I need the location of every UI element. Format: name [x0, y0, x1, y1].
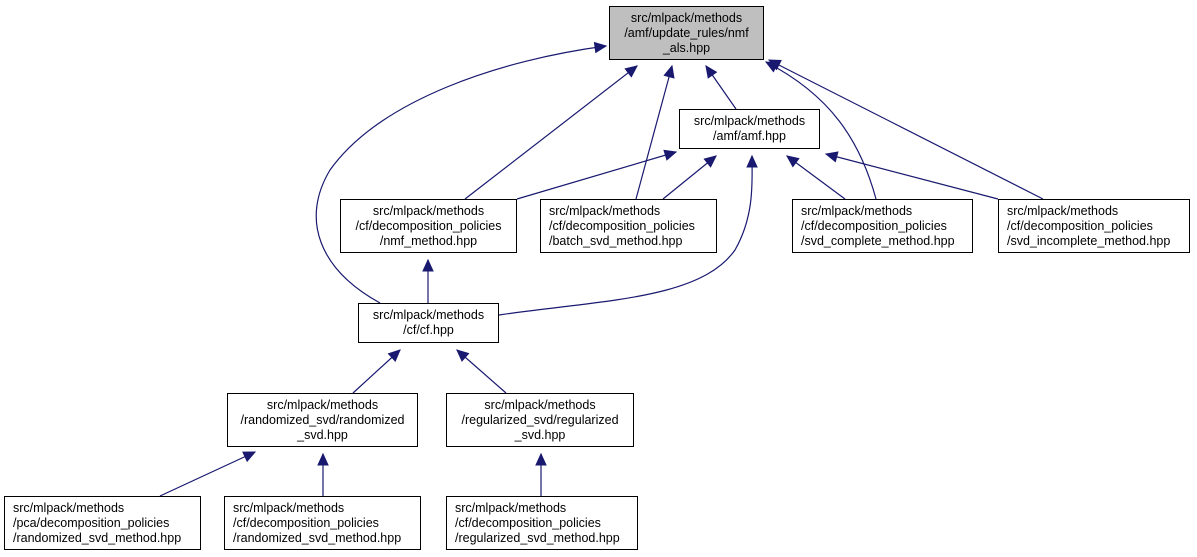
edge-line: [159, 451, 256, 497]
edge-amf-to-nmf_als: [705, 65, 737, 110]
arrowhead-icon: [317, 452, 329, 466]
edge-reg_svd_method-to-regularized_svd: [535, 452, 547, 496]
edge-cf-to-amf: [498, 154, 758, 316]
edge-line: [825, 153, 999, 200]
node-amf[interactable]: src/mlpack/methods/amf/amf.hpp: [679, 109, 820, 149]
arrowhead-icon: [422, 258, 434, 272]
node-label-line: src/mlpack/methods: [266, 397, 379, 412]
node-label-line: src/mlpack/methods: [372, 308, 485, 322]
arrowhead-icon: [593, 41, 608, 54]
arrowhead-icon: [387, 349, 401, 363]
node-label-line: _svd.hpp: [297, 427, 348, 442]
node-reg-svd-method[interactable]: src/mlpack/methods/cf/decomposition_poli…: [446, 496, 638, 550]
edge-svd_complete-to-amf: [786, 155, 846, 200]
node-label-line: /cf/decomposition_policies: [1007, 218, 1153, 233]
node-svd-complete[interactable]: src/mlpack/methods/cf/decomposition_poli…: [792, 199, 973, 253]
node-label-line: src/mlpack/methods: [455, 500, 567, 515]
arrowhead-icon: [242, 451, 257, 463]
edge-line: [464, 65, 638, 200]
node-label-line: src/mlpack/methods: [233, 500, 345, 515]
node-label-line: /cf/decomposition_policies: [549, 218, 695, 233]
edge-svd_incomplete-to-amf: [824, 151, 999, 200]
edge-cf-to-nmf_als: [315, 41, 608, 304]
arrowhead-icon: [824, 151, 839, 163]
edge-nmf_method-to-nmf_als: [464, 65, 638, 200]
node-label-line: /cf/decomposition_policies: [801, 218, 947, 233]
node-label-line: src/mlpack/methods: [372, 203, 485, 218]
edge-regularized_svd-to-cf: [456, 349, 507, 394]
node-cf-rsvd-method[interactable]: src/mlpack/methods/cf/decomposition_poli…: [224, 496, 421, 550]
node-label-line: /nmf_method.hpp: [379, 233, 478, 248]
node-randomized-svd[interactable]: src/mlpack/methods/randomized_svd/random…: [227, 393, 418, 447]
edge-randomized_svd-to-cf: [352, 349, 401, 394]
arrowhead-icon: [663, 149, 678, 161]
node-label-line: src/mlpack/methods: [549, 203, 661, 218]
edge-line: [768, 59, 1044, 200]
edge-line: [516, 151, 677, 200]
edge-batch_svd-to-amf: [662, 155, 717, 200]
node-pca-rsvd-method[interactable]: src/mlpack/methods/pca/decomposition_pol…: [4, 496, 201, 550]
node-label-line: src/mlpack/methods: [1007, 203, 1119, 218]
node-label-line: /pca/decomposition_policies: [13, 515, 170, 530]
node-label-line: /cf/decomposition_policies: [455, 515, 601, 530]
node-label-line: /amf/update_rules/nmf: [624, 25, 749, 40]
node-label-line: /randomized_svd_method.hpp: [233, 530, 402, 545]
arrowhead-icon: [705, 65, 718, 79]
node-label-line: src/mlpack/methods: [801, 203, 913, 218]
node-label-line: /regularized_svd_method.hpp: [455, 530, 620, 545]
arrowhead-icon: [535, 452, 547, 466]
node-label-line: src/mlpack/methods: [693, 114, 806, 128]
arrowhead-icon: [786, 155, 800, 168]
node-label-line: /randomized_svd_method.hpp: [13, 530, 182, 545]
node-label-line: /cf/decomposition_policies: [355, 218, 502, 233]
node-label-line: /svd_complete_method.hpp: [801, 233, 955, 248]
node-nmf-als: src/mlpack/methods/amf/update_rules/nmf_…: [609, 6, 764, 60]
edge-cf_rsvd_method-to-randomized_svd: [317, 452, 329, 496]
arrowhead-icon: [703, 155, 717, 168]
arrowhead-icon: [456, 349, 470, 362]
edge-nmf_method-to-amf: [516, 149, 678, 200]
edge-line: [786, 155, 846, 200]
arrowhead-icon: [746, 154, 758, 168]
node-label-line: /cf/cf.hpp: [403, 323, 454, 337]
edge-cf-to-nmf_method: [422, 258, 434, 303]
node-label-line: /cf/decomposition_policies: [233, 515, 379, 530]
node-cf[interactable]: src/mlpack/methods/cf/cf.hpp: [358, 303, 499, 343]
edge-pca_rsvd_method-to-randomized_svd: [159, 451, 257, 497]
edge-line: [635, 65, 673, 200]
node-label-line: src/mlpack/methods: [484, 397, 596, 412]
edge-line: [765, 61, 877, 200]
arrowhead-icon: [624, 65, 638, 78]
edge-svd_incomplete-to-nmf_als: [767, 59, 1044, 200]
arrowhead-icon: [663, 64, 675, 79]
node-label-line: /amf/amf.hpp: [713, 129, 786, 143]
node-label-line: /regularized_svd/regularized: [461, 412, 619, 427]
node-label-line: _svd.hpp: [514, 427, 566, 442]
node-label-line: /batch_svd_method.hpp: [549, 233, 683, 248]
node-nmf-method[interactable]: src/mlpack/methods/cf/decomposition_poli…: [340, 199, 517, 253]
edge-line: [498, 155, 753, 316]
node-regularized-svd[interactable]: src/mlpack/methods/regularized_svd/regul…: [446, 393, 634, 447]
edge-batch_svd-to-nmf_als: [635, 64, 675, 200]
edge-line: [315, 45, 607, 304]
node-batch-svd[interactable]: src/mlpack/methods/cf/decomposition_poli…: [540, 199, 717, 253]
arrowhead-icon: [767, 59, 782, 71]
node-label-line: src/mlpack/methods: [630, 10, 743, 25]
node-label-line: /svd_incomplete_method.hpp: [1007, 233, 1171, 248]
node-label-line: src/mlpack/methods: [13, 500, 125, 515]
node-label-line: _als.hpp: [662, 40, 711, 55]
node-svd-incomplete[interactable]: src/mlpack/methods/cf/decomposition_poli…: [998, 199, 1190, 253]
node-label-line: /randomized_svd/randomized: [240, 412, 405, 427]
